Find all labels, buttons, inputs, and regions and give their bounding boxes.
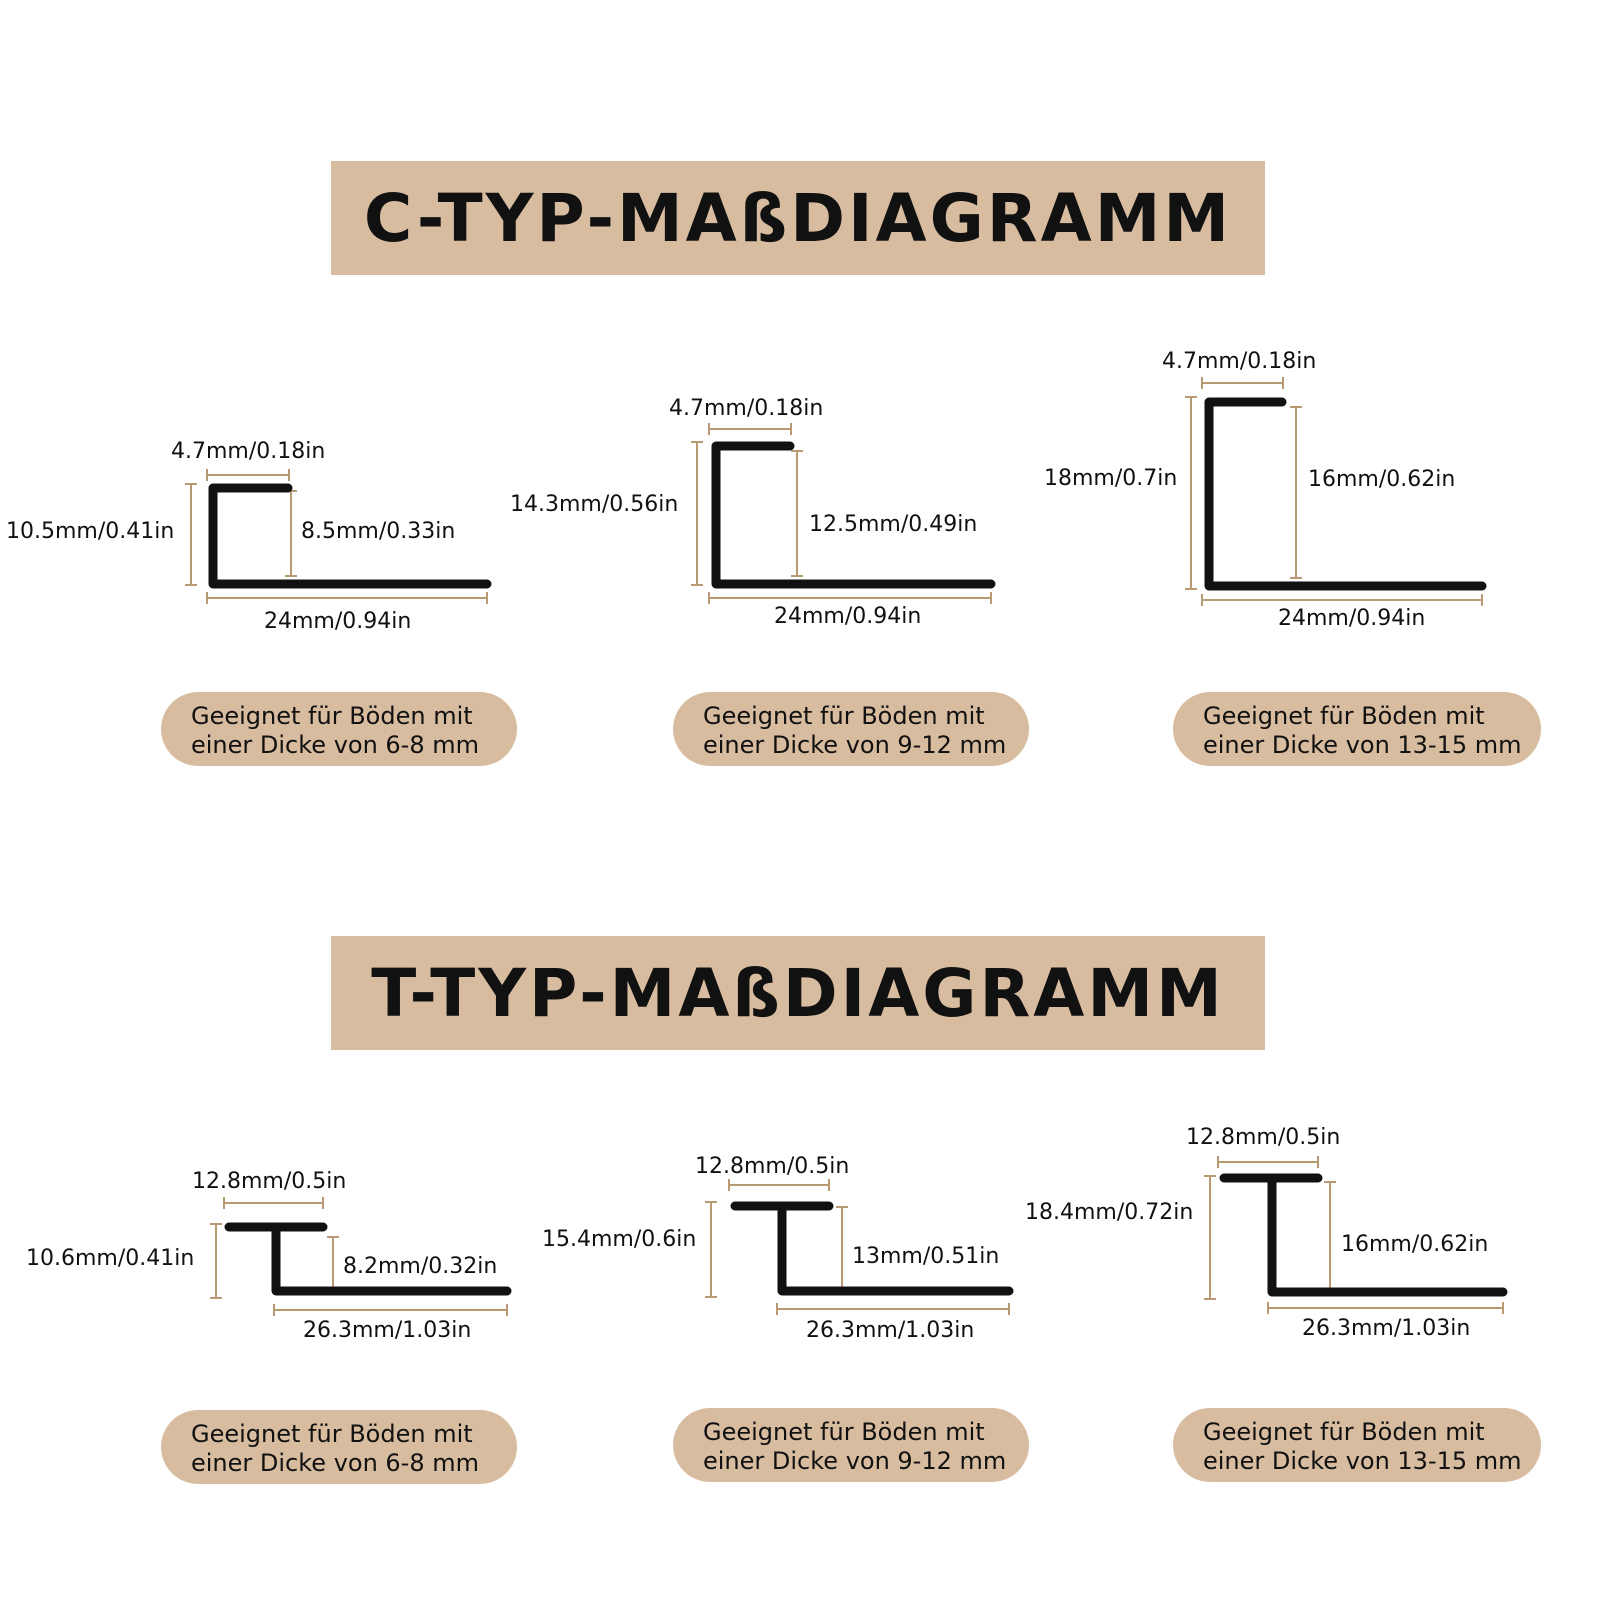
- c2-floor-note-line2: einer Dicke von 9-12 mm: [703, 731, 1007, 759]
- c-type-title: C-TYP-MAßDIAGRAMM: [363, 179, 1233, 257]
- t-type-banner: T-TYP-MAßDIAGRAMM: [331, 936, 1265, 1050]
- t3-base-width-label: 26.3mm/1.03in: [1302, 1316, 1471, 1341]
- t2-floor-note-line1: Geeignet für Böden mit: [703, 1418, 985, 1446]
- c3-profile-shape: [1204, 397, 1487, 591]
- t1-profile-shape: [224, 1222, 512, 1296]
- t1-base-width-label: 26.3mm/1.03in: [303, 1318, 472, 1343]
- c3-floor-note-line1: Geeignet für Böden mit: [1203, 702, 1485, 730]
- c1-top-width-label: 4.7mm/0.18in: [171, 439, 326, 464]
- c3-top-width-label: 4.7mm/0.18in: [1162, 349, 1317, 374]
- t1-floor-note: Geeignet für Böden mit einer Dicke von 6…: [161, 1410, 517, 1484]
- t-type-title: T-TYP-MAßDIAGRAMM: [371, 954, 1225, 1032]
- c1-inner-height-label: 8.5mm/0.33in: [301, 519, 456, 544]
- c2-profile-shape: [711, 441, 996, 589]
- c3-dimension-lines: [1185, 377, 1483, 606]
- c1-overall-height-label: 10.5mm/0.41in: [6, 519, 175, 544]
- t3-profile-shape: [1219, 1173, 1508, 1297]
- c2-floor-note: Geeignet für Böden mit einer Dicke von 9…: [673, 692, 1029, 766]
- c1-floor-note-line1: Geeignet für Böden mit: [191, 702, 473, 730]
- c1-floor-note-line2: einer Dicke von 6-8 mm: [191, 731, 479, 759]
- t3-inner-height-label: 16mm/0.62in: [1341, 1232, 1489, 1257]
- c1-base-width-label: 24mm/0.94in: [264, 609, 412, 634]
- c2-overall-height-label: 14.3mm/0.56in: [510, 492, 679, 517]
- t3-dimension-lines: [1204, 1156, 1504, 1314]
- t1-overall-height-label: 10.6mm/0.41in: [26, 1246, 195, 1271]
- t2-base-width-label: 26.3mm/1.03in: [806, 1318, 975, 1343]
- t2-top-width-label: 12.8mm/0.5in: [695, 1154, 850, 1179]
- t2-overall-height-label: 15.4mm/0.6in: [542, 1227, 697, 1252]
- c3-floor-note-line2: einer Dicke von 13-15 mm: [1203, 731, 1522, 759]
- c2-inner-height-label: 12.5mm/0.49in: [809, 512, 978, 537]
- c1-dimension-lines: [185, 469, 488, 604]
- c1-floor-note: Geeignet für Böden mit einer Dicke von 6…: [161, 692, 517, 766]
- c2-base-width-label: 24mm/0.94in: [774, 604, 922, 629]
- t2-profile-shape: [730, 1201, 1014, 1296]
- t3-floor-note-line1: Geeignet für Böden mit: [1203, 1418, 1485, 1446]
- c2-dimension-lines: [691, 423, 992, 604]
- t1-floor-note-line1: Geeignet für Böden mit: [191, 1420, 473, 1448]
- t2-inner-height-label: 13mm/0.51in: [852, 1244, 1000, 1269]
- t1-floor-note-line2: einer Dicke von 6-8 mm: [191, 1449, 479, 1477]
- t2-floor-note-line2: einer Dicke von 9-12 mm: [703, 1447, 1007, 1475]
- c1-profile-shape: [208, 483, 492, 589]
- t1-inner-height-label: 8.2mm/0.32in: [343, 1254, 498, 1279]
- t1-top-width-label: 12.8mm/0.5in: [192, 1169, 347, 1194]
- c2-top-width-label: 4.7mm/0.18in: [669, 396, 824, 421]
- t3-overall-height-label: 18.4mm/0.72in: [1025, 1200, 1194, 1225]
- c-type-banner: C-TYP-MAßDIAGRAMM: [331, 161, 1265, 275]
- t3-floor-note: Geeignet für Böden mit einer Dicke von 1…: [1173, 1408, 1541, 1482]
- c3-inner-height-label: 16mm/0.62in: [1308, 467, 1456, 492]
- c2-floor-note-line1: Geeignet für Böden mit: [703, 702, 985, 730]
- t2-floor-note: Geeignet für Böden mit einer Dicke von 9…: [673, 1408, 1029, 1482]
- t3-top-width-label: 12.8mm/0.5in: [1186, 1125, 1341, 1150]
- t3-floor-note-line2: einer Dicke von 13-15 mm: [1203, 1447, 1522, 1475]
- c3-overall-height-label: 18mm/0.7in: [1044, 466, 1178, 491]
- c3-floor-note: Geeignet für Böden mit einer Dicke von 1…: [1173, 692, 1541, 766]
- c3-base-width-label: 24mm/0.94in: [1278, 606, 1426, 631]
